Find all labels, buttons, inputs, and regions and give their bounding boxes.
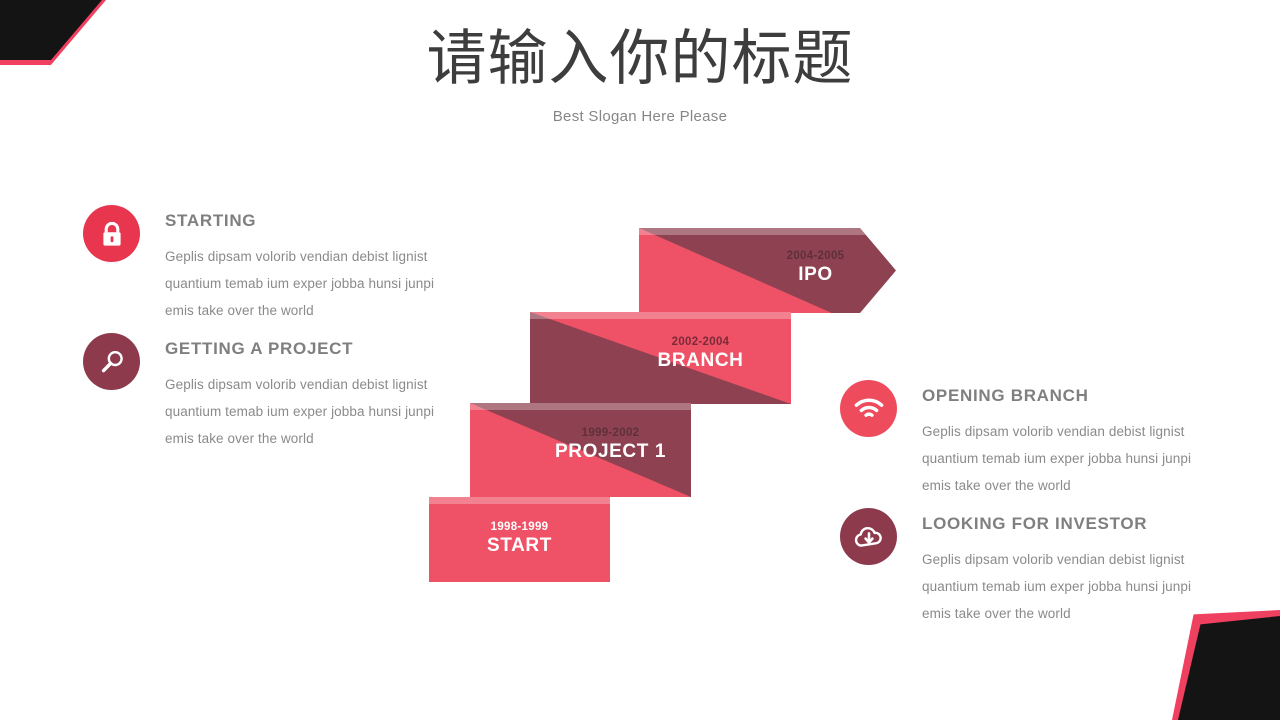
step-shape [429, 497, 610, 582]
milestone-step-start[interactable]: 1998-1999 START [429, 497, 610, 582]
feature-body: Geplis dipsam volorib vendian debist lig… [165, 377, 435, 446]
milestone-staircase-diagram: 2004-2005 IPO 2002-2004 BRANCH 1999-2002… [420, 225, 896, 590]
step-highlight [639, 228, 896, 235]
feature-item-starting[interactable]: STARTING Geplis dipsam volorib vendian d… [83, 205, 440, 324]
feature-text-starting: STARTING Geplis dipsam volorib vendian d… [165, 205, 440, 324]
step-highlight [429, 497, 610, 504]
corner-dark-shape-bottom-right [1178, 616, 1280, 720]
feature-item-opening-branch[interactable]: OPENING BRANCH Geplis dipsam volorib ven… [840, 380, 1197, 499]
step-fill [429, 497, 610, 582]
cloud-download-icon [840, 508, 897, 565]
page-title: 请输入你的标题 [426, 24, 854, 94]
feature-body: Geplis dipsam volorib vendian debist lig… [922, 552, 1192, 621]
step-highlight [470, 403, 691, 410]
step-highlight [530, 312, 791, 319]
magnifier-icon [83, 333, 140, 390]
feature-title: STARTING [165, 211, 257, 230]
step-shape [639, 228, 896, 313]
feature-title: OPENING BRANCH [922, 386, 1089, 405]
step-shape [530, 312, 791, 404]
feature-title: GETTING A PROJECT [165, 339, 354, 358]
milestone-step-branch[interactable]: 2002-2004 BRANCH [530, 312, 791, 404]
feature-body: Geplis dipsam volorib vendian debist lig… [922, 424, 1192, 493]
milestone-step-ipo[interactable]: 2004-2005 IPO [639, 228, 896, 313]
slide-header: 请输入你的标题 Best Slogan Here Please [0, 22, 1280, 125]
milestone-step-project-1[interactable]: 1999-2002 PROJECT 1 [470, 403, 691, 497]
wifi-icon [840, 380, 897, 437]
feature-body: Geplis dipsam volorib vendian debist lig… [165, 249, 435, 318]
feature-text-getting-a-project: GETTING A PROJECT Geplis dipsam volorib … [165, 333, 440, 452]
feature-text-opening-branch: OPENING BRANCH Geplis dipsam volorib ven… [922, 380, 1197, 499]
feature-item-getting-a-project[interactable]: GETTING A PROJECT Geplis dipsam volorib … [83, 333, 440, 452]
feature-title: LOOKING FOR INVESTOR [922, 514, 1148, 533]
step-shape [470, 403, 691, 497]
page-subtitle: Best Slogan Here Please [552, 108, 728, 125]
lock-icon [83, 205, 140, 262]
feature-item-looking-for-investor[interactable]: LOOKING FOR INVESTOR Geplis dipsam volor… [840, 508, 1197, 627]
feature-text-looking-for-investor: LOOKING FOR INVESTOR Geplis dipsam volor… [922, 508, 1197, 627]
